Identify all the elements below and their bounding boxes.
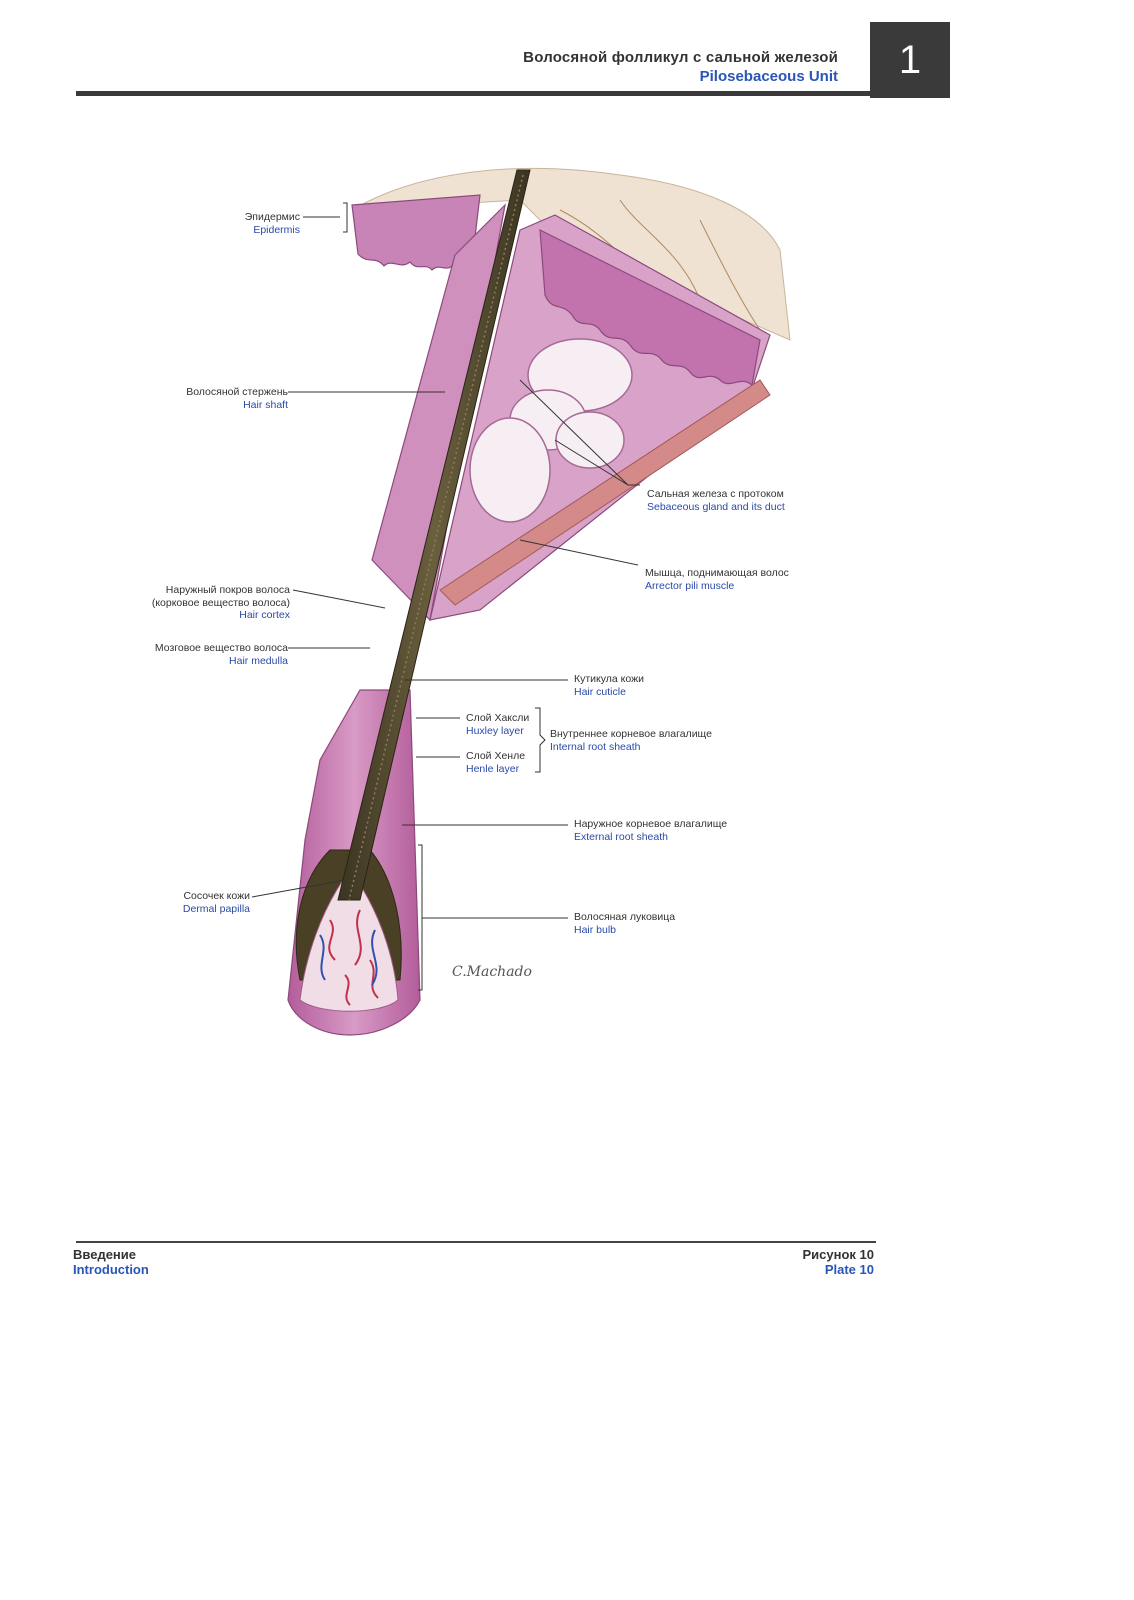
leader-cortex (292, 589, 386, 609)
sebaceous-lobule (469, 417, 551, 523)
pilosebaceous-illustration (251, 167, 791, 1036)
hair-shaft-shape (337, 169, 531, 901)
page-title-ru: Волосяной фолликул с сальной железой (523, 49, 838, 66)
brace-internal-sheath (535, 707, 546, 773)
header-rule (76, 91, 946, 96)
artist-signature: C.Machado (452, 964, 532, 980)
skin-surface (351, 167, 791, 341)
page-title-en: Pilosebaceous Unit (699, 68, 838, 85)
sebaceous-lobule (555, 411, 625, 469)
bracket-bulb (418, 844, 568, 991)
leader-arrector (519, 539, 639, 566)
epidermis-right (539, 228, 761, 387)
hair-medulla-line (348, 174, 524, 901)
arrector-pili-muscle (439, 379, 771, 606)
leader-sebaceous (519, 379, 640, 486)
leader-papilla (251, 879, 346, 898)
chapter-badge: 1 (870, 22, 950, 98)
label-cortex: Наружный покров волоса(корковое вещество… (151, 584, 290, 621)
epidermis-left (351, 194, 481, 282)
leader-epidermis (303, 202, 348, 233)
papilla-vessels (328, 909, 379, 1006)
papilla-veins (319, 929, 378, 986)
footer-rule (76, 1241, 876, 1243)
